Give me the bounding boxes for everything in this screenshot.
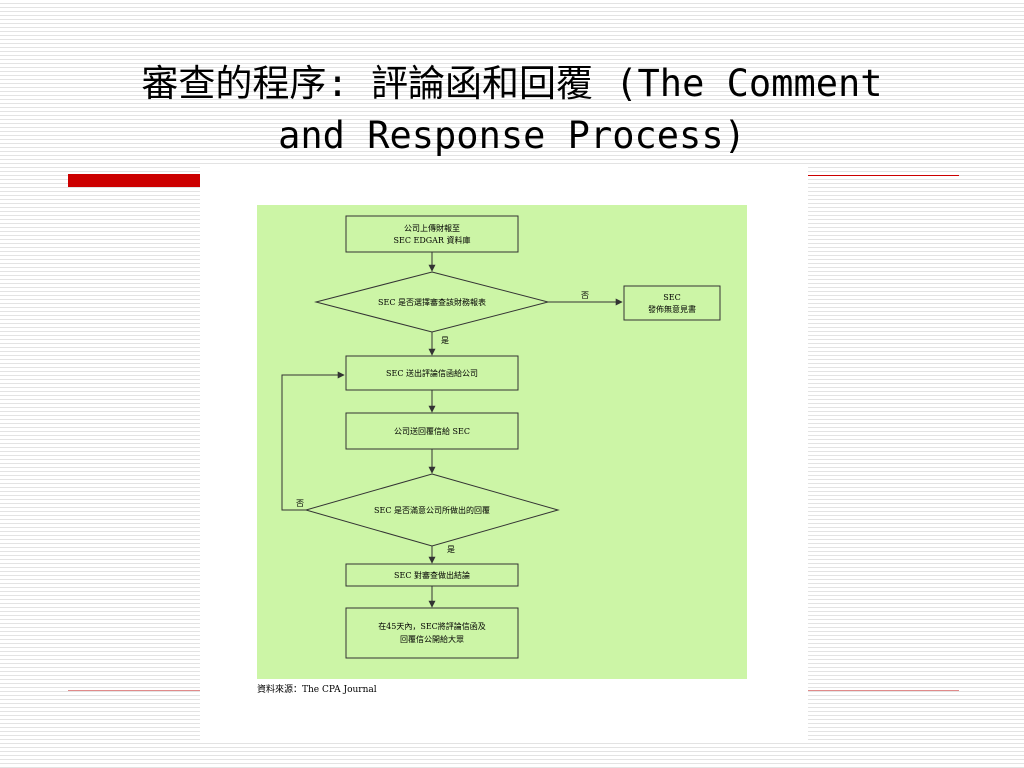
slide-title: 審查的程序: 評論函和回覆 (The Comment and Response …	[40, 58, 984, 162]
flowchart-diagram: 公司上傳財報至 SEC EDGAR 資料庫 SEC 是否選擇審查該財務報表 否 …	[257, 205, 747, 679]
node-publish-line-1: 在45天內，SEC將評論信函及	[378, 621, 486, 631]
slide-title-line-1: 審查的程序: 評論函和回覆 (The Comment	[141, 62, 883, 105]
node-publish-box	[345, 607, 519, 659]
red-accent-line-top	[808, 175, 959, 176]
red-accent-line-bottom-right	[808, 690, 959, 691]
edge-label-no-review: 否	[581, 291, 589, 300]
node-no-comment-line-2: 發佈無意見書	[648, 304, 696, 314]
edge-label-no-satisfied: 否	[296, 499, 304, 508]
node-no-comment-box	[623, 285, 721, 321]
node-conclude-text: SEC 對審查做出結論	[394, 570, 470, 580]
red-accent-line-bottom-left	[68, 690, 203, 691]
node-company-reply-text: 公司送回覆信給 SEC	[394, 426, 470, 436]
figure-panel: 公司上傳財報至 SEC EDGAR 資料庫 SEC 是否選擇審查該財務報表 否 …	[200, 165, 808, 740]
edge-label-yes-review: 是	[441, 336, 449, 345]
node-company-reply-box	[345, 412, 519, 450]
node-decide-review-text: SEC 是否選擇審查該財務報表	[378, 297, 486, 307]
node-upload-line-1: 公司上傳財報至	[404, 223, 460, 233]
node-send-comment-text: SEC 送出評論信函給公司	[386, 368, 478, 378]
node-publish-line-2: 回覆信公開給大眾	[400, 634, 464, 644]
node-send-comment-box	[345, 355, 519, 391]
node-no-comment-line-1: SEC	[663, 293, 680, 302]
edge-satisfied-no-loop	[281, 371, 345, 511]
source-note: 資料來源：The CPA Journal	[257, 685, 377, 695]
slide-title-line-2: and Response Process)	[278, 114, 746, 157]
node-decide-satisfied-text: SEC 是否滿意公司所做出的回覆	[374, 505, 490, 515]
edge-label-yes-satisfied: 是	[447, 545, 455, 554]
node-upload-box	[345, 215, 519, 253]
node-upload-line-2: SEC EDGAR 資料庫	[394, 235, 471, 245]
